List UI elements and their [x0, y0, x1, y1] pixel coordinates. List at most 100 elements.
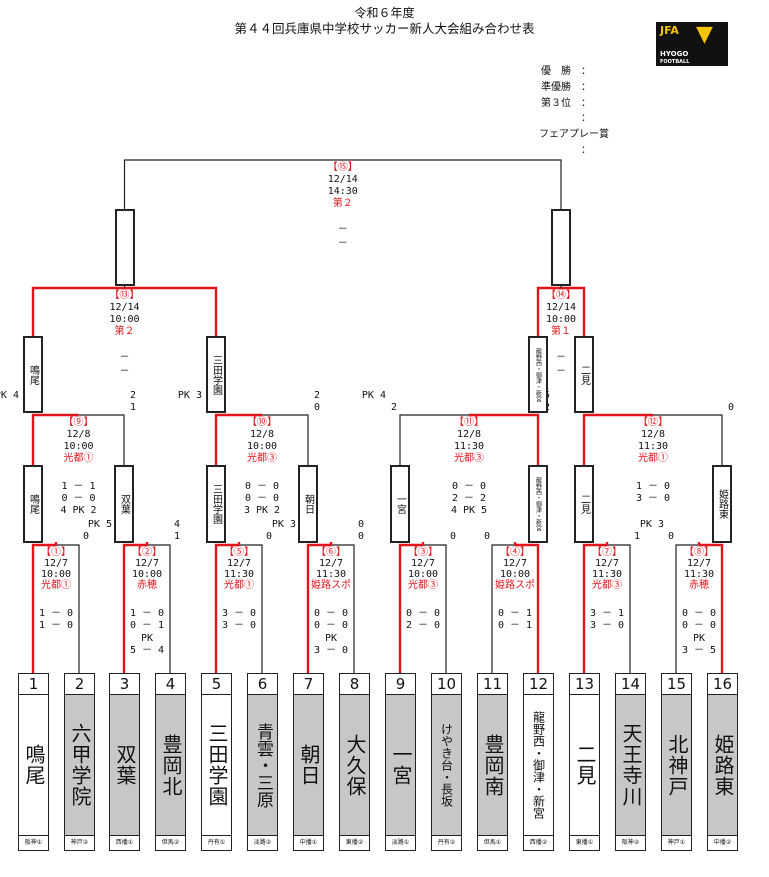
half-score-2: 2 － 2 — [451, 493, 487, 504]
match-number: 【⑥】 — [316, 547, 346, 558]
result-champion: 優 勝 ： — [541, 66, 591, 77]
pk-left: PK 3 — [271, 519, 296, 530]
match-venue: 光都① — [63, 453, 94, 464]
r2-winner-box: 鳴尾 — [23, 336, 43, 413]
r1-line-loser — [423, 544, 447, 673]
sf-line-right — [561, 286, 586, 336]
half-score-1: 1 － 0 — [635, 481, 671, 492]
match-venue: 姫路スポ — [495, 580, 535, 591]
match-number: 【⑨】 — [63, 417, 94, 428]
r2-line-loser — [399, 414, 469, 465]
team-name: 天王寺川 — [619, 723, 643, 807]
result-third: 第３位 ： — [541, 98, 591, 109]
pk-score: 5 － 4 — [129, 645, 165, 656]
match-time: 11:30 — [637, 441, 669, 452]
team-name: 青雲・三原 — [253, 722, 273, 808]
match-number: 【⑦】 — [592, 547, 622, 558]
match-time: 11:30 — [453, 441, 485, 452]
r1-winner-box: 姫路東 — [712, 465, 732, 543]
pk-left: PK 4 — [0, 390, 19, 401]
half-score-1: － — [337, 224, 348, 235]
score-left: 0 — [483, 531, 490, 542]
team-name: けやき台・長坂 — [439, 723, 454, 807]
team-name: 北神戸 — [665, 733, 689, 797]
team-name: 姫路東 — [711, 733, 735, 797]
result-third-2: ： — [541, 113, 591, 124]
team-name: 三田学園 — [205, 723, 229, 807]
team-name: 双葉 — [113, 744, 137, 786]
score-left: 2 — [390, 402, 397, 413]
pk-right: 2 — [130, 390, 137, 401]
pk-row: 4 PK 5 — [450, 505, 488, 516]
r1-winner-box: 双葉 — [114, 465, 134, 543]
match-date: 12/7 — [410, 558, 436, 569]
team-number: 14 — [616, 674, 645, 695]
half-score-2: 3 － 0 — [221, 620, 257, 631]
r1-line-winner — [582, 543, 607, 673]
r1-line-loser — [607, 544, 631, 673]
r2-line-loser — [653, 414, 723, 465]
team-number: 3 — [110, 674, 139, 695]
half-score-2: 0 － 1 — [497, 620, 533, 631]
score-right: 1 — [174, 531, 181, 542]
score-right: 1 — [634, 531, 641, 542]
half-score-2: 0 － 0 — [681, 620, 717, 631]
result-fairplay-value: ： — [541, 145, 591, 156]
team-name: 二見 — [573, 744, 597, 786]
team-number: 10 — [432, 674, 461, 695]
team-number: 9 — [386, 674, 415, 695]
r1-line-loser — [56, 544, 80, 673]
half-score-2: 0 － 0 — [313, 620, 349, 631]
r1-winner-box: 三田学園 — [206, 465, 226, 543]
match-date: 12/7 — [226, 558, 252, 569]
team-number: 16 — [708, 674, 737, 695]
match-time: 11:30 — [315, 569, 347, 580]
team-region: 淡路② — [248, 835, 277, 850]
match-venue: 光都① — [638, 453, 668, 464]
r1-line-loser — [147, 544, 171, 673]
r2-line-winner — [469, 413, 540, 465]
score-right: 0 — [83, 531, 90, 542]
r1-line-winner — [699, 543, 724, 673]
r1-winner-box: 二見 — [574, 465, 594, 543]
score-right: 0 — [728, 402, 735, 413]
r2-line-winner — [214, 413, 262, 465]
team-region: 淡路① — [386, 835, 415, 850]
match-date: 12/8 — [640, 429, 666, 440]
match-number: 【⑬】 — [109, 290, 140, 301]
team-region: 阪神① — [19, 835, 48, 850]
half-score-1: － — [556, 352, 566, 363]
team-name: 龍野西・御津・新宮 — [531, 711, 546, 819]
match-time: 10:00 — [407, 569, 439, 580]
match-number: 【⑪】 — [454, 417, 484, 428]
match-time: 11:30 — [683, 569, 715, 580]
match-time: 10:00 — [131, 569, 163, 580]
team-number: 11 — [478, 674, 507, 695]
match-venue: 姫路スポ — [311, 580, 351, 591]
r1-winner-box: 龍野西・御津・新宮 — [528, 465, 548, 543]
r1-line-loser — [239, 544, 263, 673]
title-year: 令和６年度 — [354, 6, 415, 20]
sf-winner-box — [551, 209, 571, 286]
score-right: 0 — [314, 402, 321, 413]
match-venue: 光都① — [41, 580, 71, 591]
half-score-1: 0 － 0 — [405, 608, 441, 619]
match-date: 12/7 — [686, 558, 712, 569]
pk-right: 4 — [174, 519, 181, 530]
r2-line-winner — [582, 413, 653, 465]
r2-winner-box: 三田学園 — [206, 336, 226, 413]
team-number: 7 — [294, 674, 323, 695]
match-number: 【⑩】 — [247, 417, 277, 428]
match-date: 12/8 — [249, 429, 275, 440]
pk-score: 3 － 0 — [313, 645, 349, 656]
team-name: 大久保 — [343, 733, 367, 797]
r1-winner-box: 鳴尾 — [23, 465, 43, 543]
half-score-1: 0 － 1 — [497, 608, 533, 619]
crow-icon: ▼ — [696, 22, 713, 47]
team-region: 中播① — [294, 835, 323, 850]
half-score-2: 0 － 1 — [129, 620, 165, 631]
